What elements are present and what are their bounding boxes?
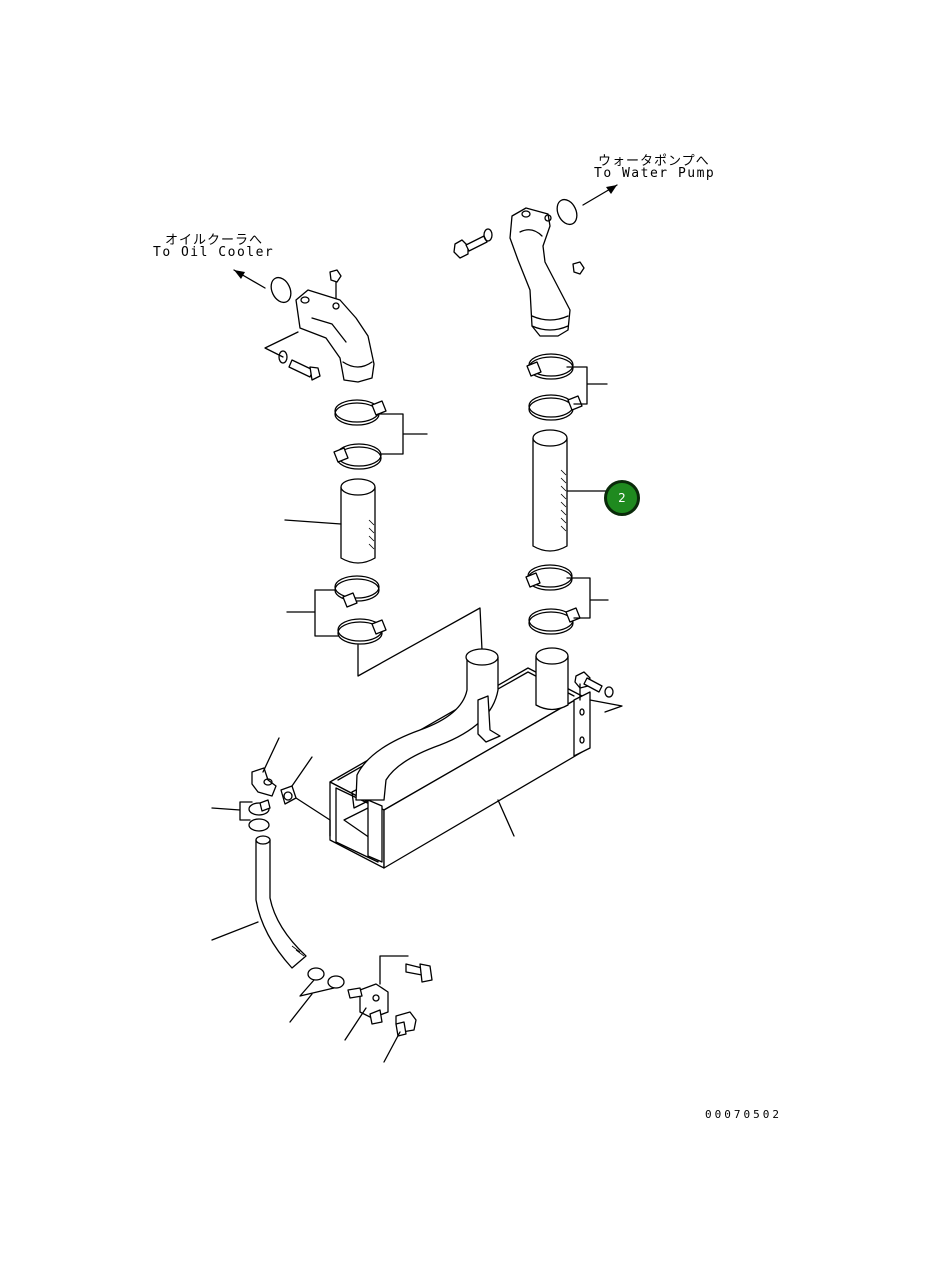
small-bolt-left-top: [329, 269, 342, 301]
o-ring-water-pump: [556, 198, 578, 226]
leader-drain-hose: [211, 921, 259, 941]
leader-right-clamps-lower: [566, 577, 609, 619]
leader-drain-clamps: [211, 801, 253, 821]
leader-right-clamps-upper: [566, 366, 608, 405]
leader-left-clamps-lower: [286, 589, 339, 637]
leader-drain-bottom-clamps: [289, 993, 313, 1023]
leader-drain-connector: [295, 797, 331, 837]
water-pump-label-jp: ウォータポンプへ: [598, 154, 710, 169]
hose-clamp-right-lower-b: [528, 607, 581, 635]
leader-drain-plug: [383, 1031, 401, 1063]
hose-clamp-right-upper-b: [528, 394, 583, 421]
drain-hose: [255, 835, 307, 969]
o-ring-oil-cooler: [270, 276, 292, 304]
leader-left-clamps-upper: [377, 413, 428, 455]
hose-clamp-left-upper-b: [333, 443, 382, 470]
cooler-straight-pipe: [535, 647, 569, 711]
leader-drain-nut: [291, 756, 313, 787]
drain-nut: [280, 785, 297, 805]
small-bolt-right-top: [572, 261, 585, 275]
leader-hose-left: [284, 519, 342, 525]
bolt-left-top: [278, 350, 321, 381]
hose-clamp-left-upper-a: [334, 399, 387, 426]
water-pump-label-en: To Water Pump: [594, 166, 716, 181]
drain-valve-bolt: [405, 963, 433, 983]
leader-drain-valve: [344, 1007, 367, 1041]
leader-to-cooler-inlet: [357, 607, 483, 677]
elbow-pipe-water-pump: [509, 207, 571, 337]
leader-cooler-right-bolt: [579, 683, 623, 713]
hose-clamp-right-lower-a: [525, 564, 573, 591]
drain-elbow-fitting: [251, 767, 277, 797]
hose-right: [532, 429, 568, 552]
drain-plug: [395, 1011, 417, 1037]
elbow-pipe-oil-cooler: [295, 289, 375, 383]
callout-2[interactable]: 2: [604, 480, 640, 516]
hose-left: [340, 478, 376, 564]
cooler-body: [329, 667, 591, 869]
leader-left-elbow: [264, 331, 299, 358]
hose-clamp-right-upper-a: [526, 353, 574, 380]
oil-cooler-label-en: To Oil Cooler: [153, 245, 275, 260]
arrow-to-water-pump: [582, 184, 618, 206]
bolt-right-top: [453, 228, 493, 259]
hose-clamp-left-lower-b: [337, 618, 387, 645]
leader-cooler-body: [497, 799, 515, 837]
drain-valve: [347, 983, 389, 1025]
arrow-to-oil-cooler: [233, 269, 266, 289]
hose-clamp-left-lower-a: [334, 575, 380, 608]
leader-drain-elbow: [262, 737, 280, 773]
drain-bottom-clamps: [299, 967, 345, 997]
leader-drain-valve-bolt: [379, 955, 409, 985]
cooler-curved-pipe: [355, 648, 501, 801]
oil-cooler-label-jp: オイルクーラへ: [165, 233, 264, 248]
drawing-code: 00070502: [705, 1108, 782, 1121]
bolt-cooler-right: [574, 671, 614, 698]
drain-clamps: [248, 799, 271, 832]
